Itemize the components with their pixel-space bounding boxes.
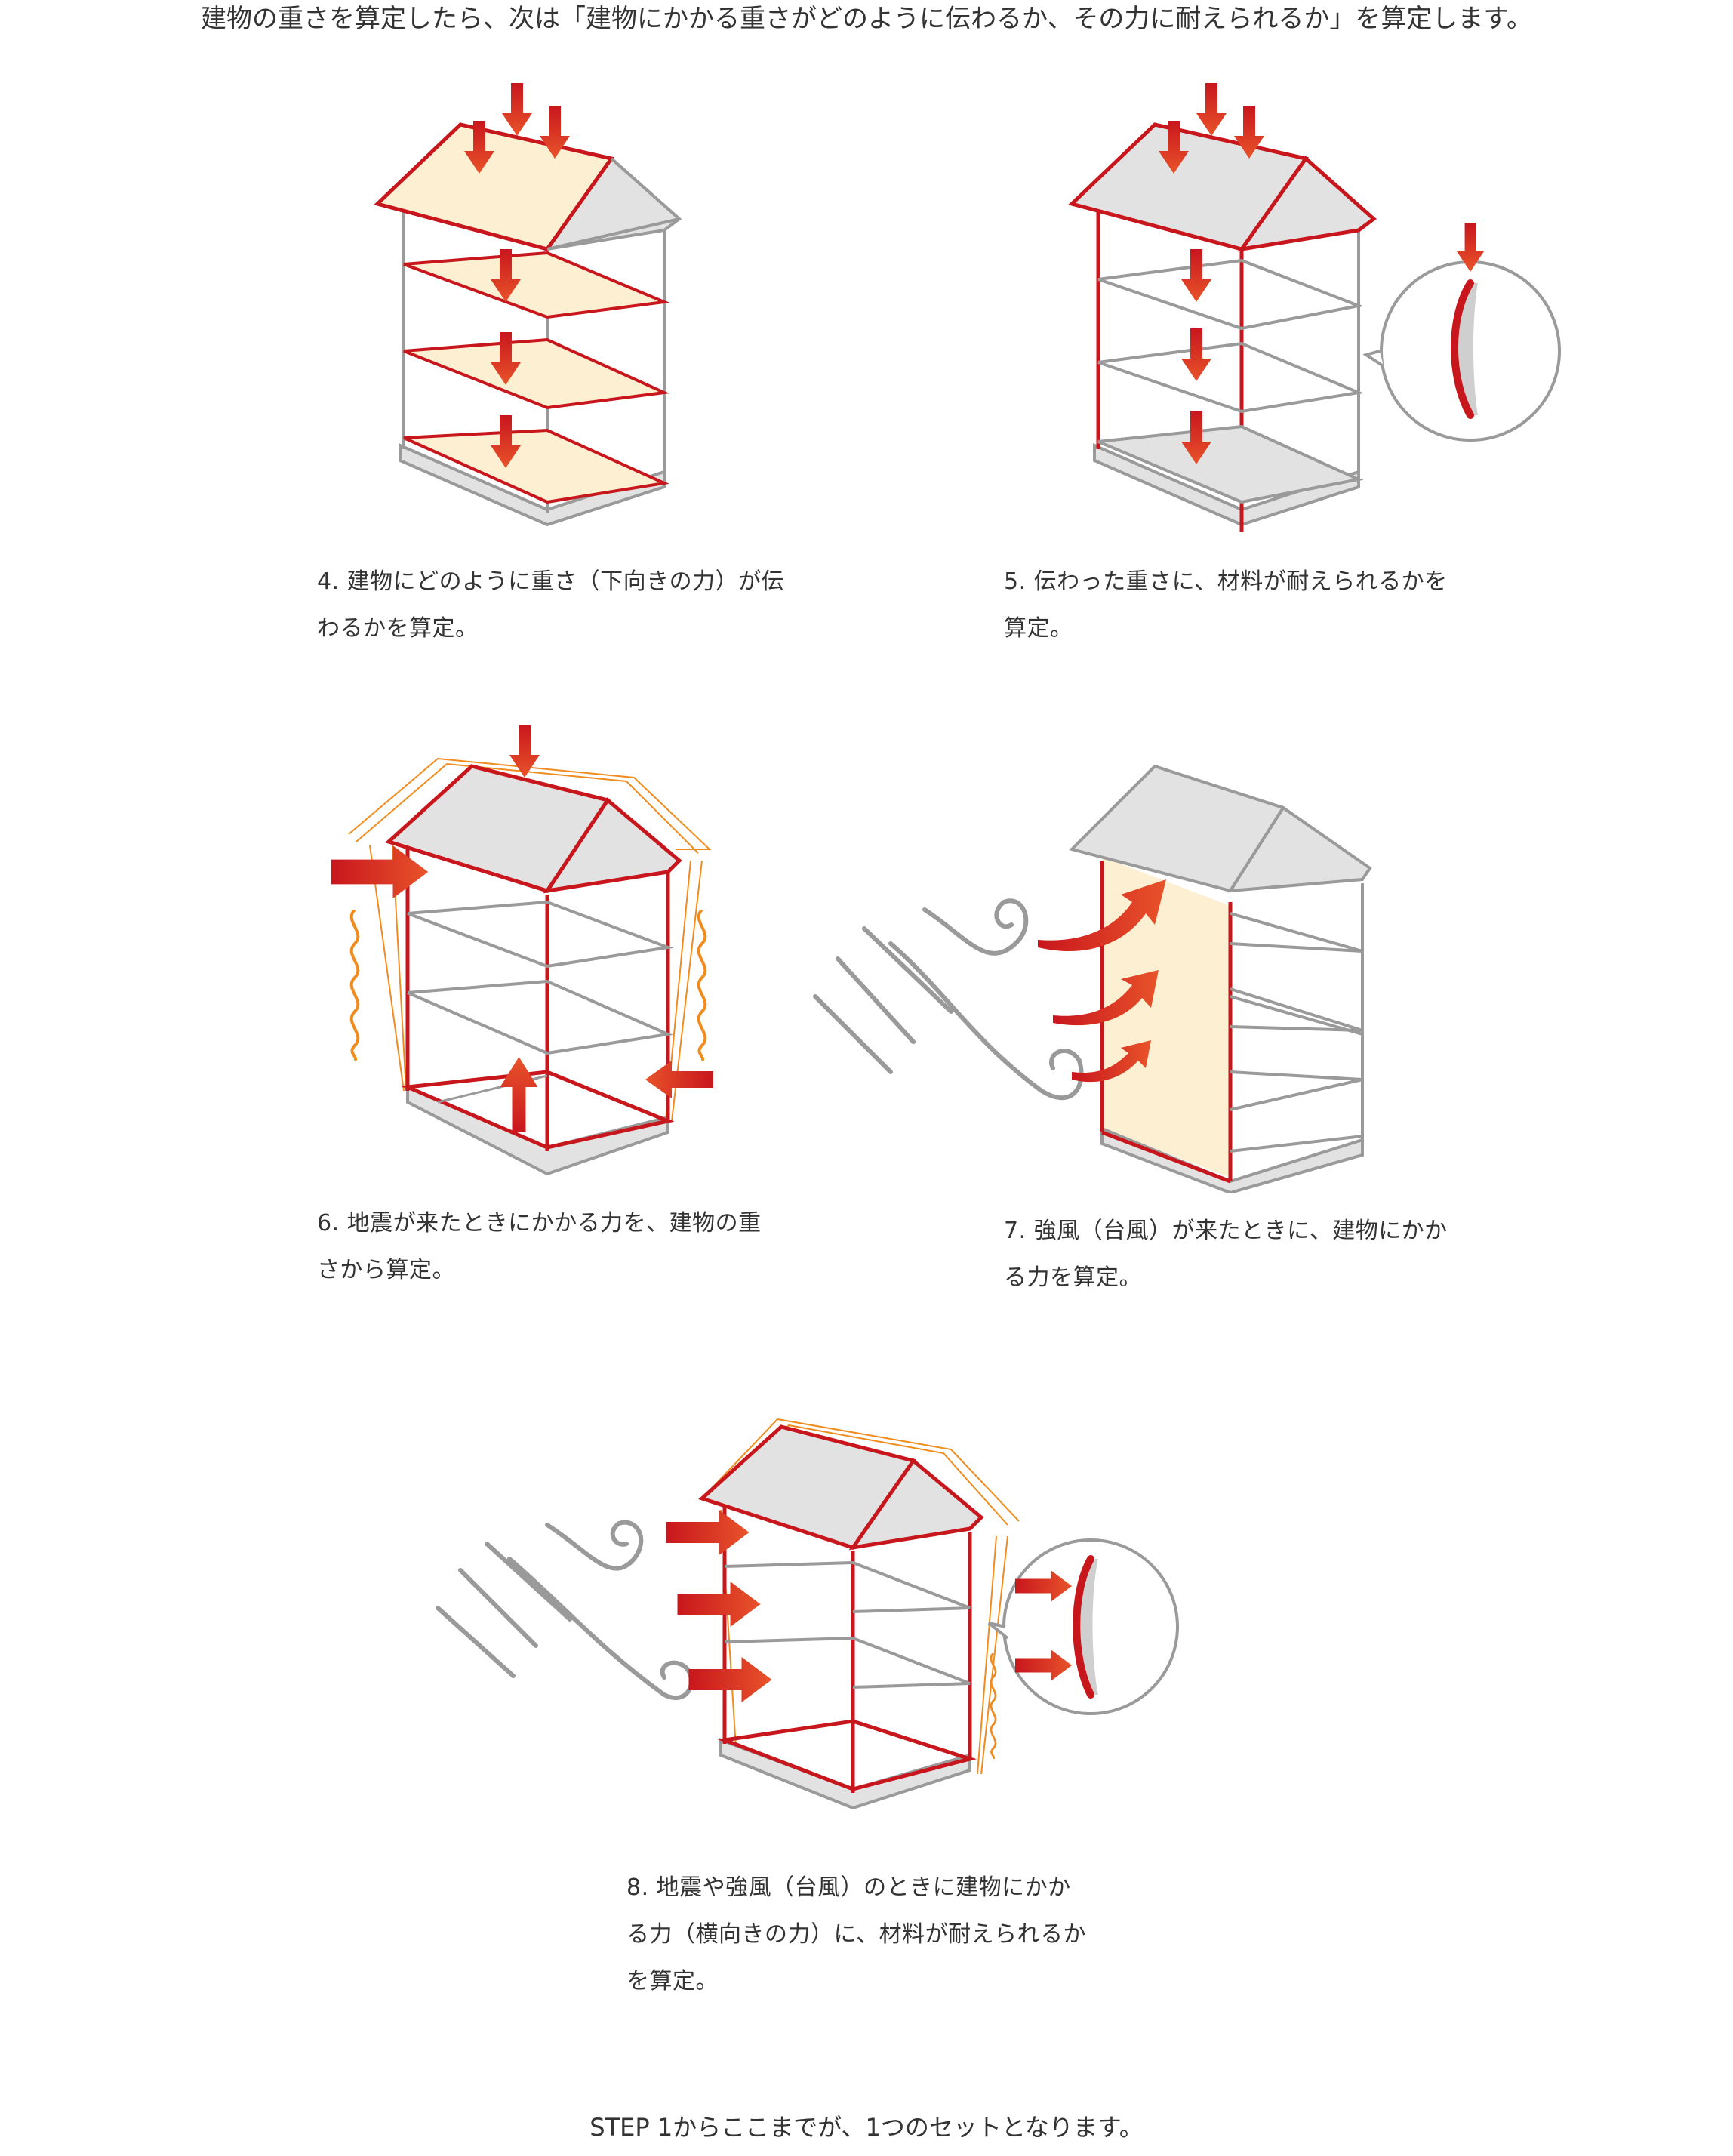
down-arrow-icon xyxy=(1181,328,1211,381)
caption-line: る力を算定。 xyxy=(1004,1264,1142,1291)
right-arrow-icon xyxy=(331,845,429,898)
wave-icon xyxy=(697,910,707,1061)
down-arrow-icon xyxy=(1196,83,1227,136)
caption-line: 5. 伝わった重さに、材料が耐えられるかを xyxy=(1004,568,1448,595)
figure-5-material-strength xyxy=(1068,83,1561,532)
caption-step-6: 6. 地震が来たときにかかる力を、建物の重 さから算定。 xyxy=(317,1200,762,1294)
magnifier-bubble-icon xyxy=(1362,223,1561,442)
caption-line: を算定。 xyxy=(626,1968,719,1994)
caption-line: 6. 地震が来たときにかかる力を、建物の重 xyxy=(317,1210,762,1237)
left-arrow-icon xyxy=(645,1061,713,1098)
intro-text: 建物の重さを算定したら、次は「建物にかかる重さがどのように伝わるか、その力に耐え… xyxy=(201,4,1532,34)
figure-7-wind xyxy=(813,764,1372,1193)
right-arrow-icon xyxy=(666,1510,750,1555)
figure-4-vertical-load xyxy=(374,83,682,527)
caption-step-5: 5. 伝わった重さに、材料が耐えられるかを 算定。 xyxy=(1004,559,1448,652)
caption-line: 7. 強風（台風）が来たときに、建物にかか xyxy=(1004,1218,1448,1244)
caption-line: さから算定。 xyxy=(317,1257,455,1283)
wave-icon xyxy=(349,910,360,1061)
right-arrow-icon xyxy=(677,1582,761,1627)
caption-line: る力（横向きの力）に、材料が耐えられるか xyxy=(626,1921,1087,1948)
down-arrow-icon xyxy=(509,725,540,778)
magnifier-bubble-icon xyxy=(987,1538,1179,1715)
figure-6-earthquake xyxy=(331,725,713,1176)
wind-icon xyxy=(813,898,1084,1101)
caption-line: わるかを算定。 xyxy=(317,615,479,642)
caption-line: 8. 地震や強風（台風）のときに建物にかか xyxy=(626,1874,1071,1901)
down-arrow-icon xyxy=(502,83,532,136)
outro-text: STEP 1からここまでが、1つのセットとなります。 xyxy=(589,2113,1144,2142)
caption-step-8: 8. 地震や強風（台風）のときに建物にかか る力（横向きの力）に、材料が耐えられ… xyxy=(626,1865,1086,2005)
caption-line: 算定。 xyxy=(1004,615,1073,642)
figure-8-earthquake-wind-strength xyxy=(436,1418,1179,1810)
caption-step-4: 4. 建物にどのように重さ（下向きの力）が伝 わるかを算定。 xyxy=(317,559,784,652)
down-arrow-icon xyxy=(1181,249,1211,302)
up-arrow-icon xyxy=(500,1057,538,1132)
wind-icon xyxy=(436,1520,694,1701)
caption-line: 4. 建物にどのように重さ（下向きの力）が伝 xyxy=(317,568,785,595)
caption-step-7: 7. 強風（台風）が来たときに、建物にかか る力を算定。 xyxy=(1004,1208,1448,1301)
